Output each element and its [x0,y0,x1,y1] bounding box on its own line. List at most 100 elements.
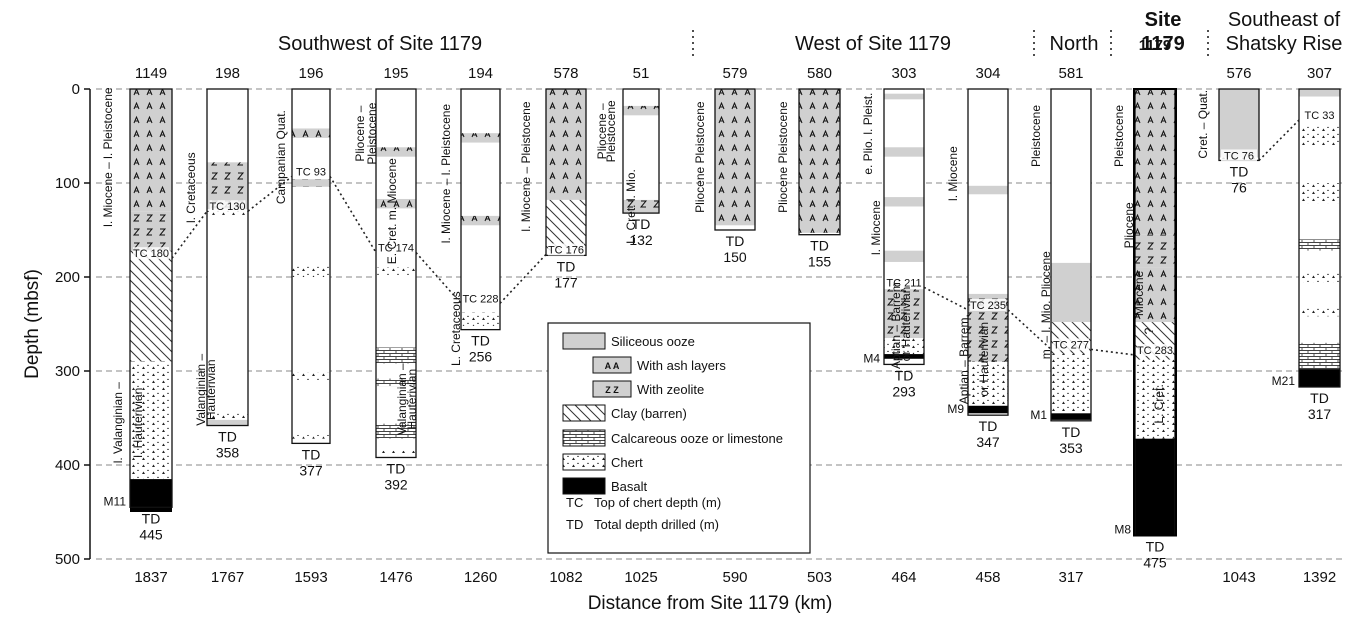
layer-siliceous [207,419,248,426]
legend-glyph: A A [605,361,620,371]
region-header-4: Southeast of [1228,9,1341,31]
layer-chert [207,413,248,420]
distance-label: 458 [975,569,1000,586]
legend-swatch-clay [562,404,606,422]
region-header-4-line2: Shatsky Rise [1226,33,1343,55]
td-label: TD [810,238,829,254]
age-label: l. Miocene – Pleistocene [519,101,533,231]
age-label: l. Valanginian – [111,382,125,463]
age-label: l. Miocene [946,146,960,201]
column-outline [622,88,660,214]
distance-label: 1082 [549,569,582,586]
age-label: L. Cret. [1152,384,1166,423]
legend-label: With ash layers [637,358,726,373]
age-label: Cret. – Quat. [1196,90,1210,159]
layer-chert [1051,354,1091,414]
y-axis-title: Depth (mbsf) [22,269,43,379]
layer-basalt [884,354,924,359]
layer-ash [623,105,659,116]
tc-label-backing [1301,109,1338,122]
tc-label: TC 174 [378,243,414,255]
age-label: or Hauterivian [977,322,991,397]
layer-chert [376,267,416,276]
column-outline [1298,88,1341,388]
age-label: L. Cret. l. Mio. [624,169,638,244]
age-label: l. Miocene – l. Pleistocene [439,104,453,244]
age-label: Pliocene Pleistocene [776,101,790,213]
region-header-2: North [1050,33,1099,55]
td-value: 293 [892,383,916,399]
layer-limestone [1299,239,1340,251]
age-label: Pliocene [1122,202,1136,248]
layer-ash [461,215,500,226]
age-label: Pliocene – [595,103,609,159]
tc-label-backing [548,243,584,256]
td-label: TD [726,233,745,249]
column-outline [883,88,925,366]
age-label: Pleistocene [604,100,618,162]
td-value: 445 [139,526,163,542]
layer-basalt [1051,413,1091,420]
tc-label: TC 33 [1305,110,1335,122]
distance-label: 503 [807,569,832,586]
legend-label: Clay (barren) [611,406,687,421]
tc-label-backing [209,200,246,213]
column-body [461,89,500,330]
tc-label-backing [133,247,169,260]
layer-ash [130,89,172,212]
y-tick-label: 100 [55,175,80,192]
age-label: Pleistocene [1112,105,1126,167]
y-tick-label: 200 [55,269,80,286]
tc-label-backing [886,276,922,289]
td-value: 76 [1231,179,1247,195]
site-number: 304 [975,65,1000,82]
distance-label: 317 [1058,569,1083,586]
magnetic-anomaly-label: M8 [1114,523,1131,537]
td-label: TD [979,418,998,434]
site-number: 51 [633,65,650,82]
td-value: 317 [1308,406,1332,422]
age-label: Pliocene – [353,105,367,161]
column-outline [1050,88,1092,422]
age-label: Pleistocene [1029,105,1043,167]
layer-chert [292,372,330,381]
magnetic-anomaly-label: M4 [863,351,880,365]
legend-abbr: TC [566,495,583,510]
layer-chert [292,434,330,439]
site-number: 1149 [135,65,167,82]
td-label: TD [895,367,914,383]
age-label: Valanginian – [194,354,208,426]
layer-limestone [376,347,416,364]
region-header-1: West of Site 1179 [795,33,951,55]
site-number: 194 [468,65,493,82]
layer-zeolite [884,289,924,339]
legend-label: With zeolite [637,382,704,397]
magnetic-anomaly-label: M9 [947,402,964,416]
layer-ash [546,89,586,200]
tc-label-backing [462,292,499,305]
chert-connector [1258,119,1300,162]
site-number: 578 [553,65,578,82]
tc-label-backing [1221,149,1257,162]
layer-siliceous [884,250,924,262]
layer-basalt [1135,438,1175,536]
layer-chert [1299,307,1340,317]
tc-label-backing [378,241,414,254]
layer-zeolite [130,211,172,251]
layer-siliceous [1219,89,1259,158]
layer-chert [884,338,924,355]
tc-label-backing [1137,344,1173,357]
layer-ash [799,89,840,233]
td-value: 256 [469,349,493,365]
layer-limestone [376,423,416,439]
